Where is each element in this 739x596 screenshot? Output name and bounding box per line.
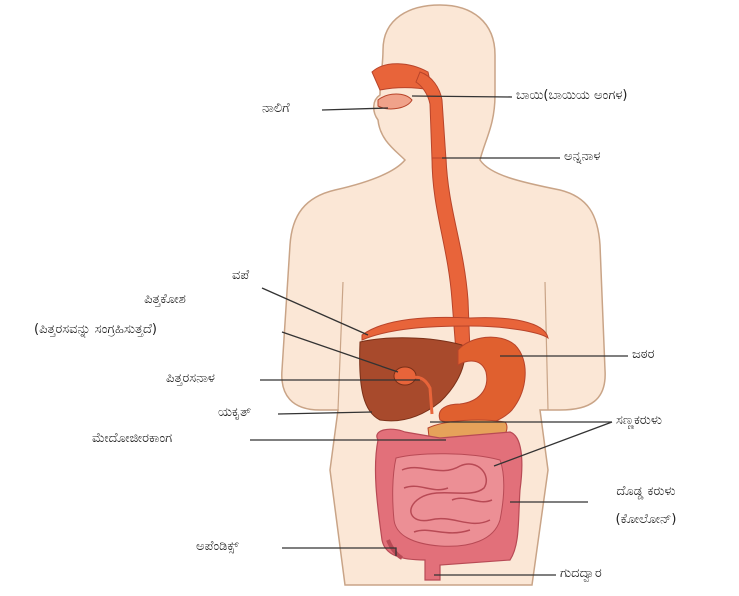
label-diaphragm: ವಪೆ [232, 268, 249, 283]
gall-bladder-shape [394, 367, 416, 385]
label-small-intestine: ಸಣ್ಣಕರುಳು [616, 413, 662, 428]
label-appendix: ಅಪೆಂಡಿಕ್ಸ್ [196, 539, 239, 554]
label-stomach: ಜಠರ [632, 347, 655, 362]
label-tongue: ನಾಲಿಗೆ [262, 101, 290, 116]
label-large-intestine: ದೊಡ್ಡ ಕರುಳು [586, 484, 706, 499]
label-gall-bladder-note: (ಪಿತ್ತರಸವನ್ನು ಸಂಗ್ರಹಿಸುತ್ತದೆ) [34, 322, 157, 337]
label-oesophagus: ಅನ್ನನಾಳ [564, 149, 600, 164]
label-liver: ಯಕೃತ್ [218, 405, 251, 420]
label-anus: ಗುದದ್ವಾರ [560, 566, 602, 581]
label-gall-bladder: ಪಿತ್ತಕೋಶ [90, 292, 240, 307]
label-colon: (ಕೋಲೋನ್) [586, 512, 706, 527]
label-mouth: ಬಾಯಿ(ಬಾಯಿಯ ಅಂಗಳ) [516, 88, 627, 103]
label-pancreas: ಮೇದೋಜೀರಕಾಂಗ [92, 431, 172, 446]
label-bile-duct: ಪಿತ್ತರಸನಾಳ [166, 371, 215, 386]
